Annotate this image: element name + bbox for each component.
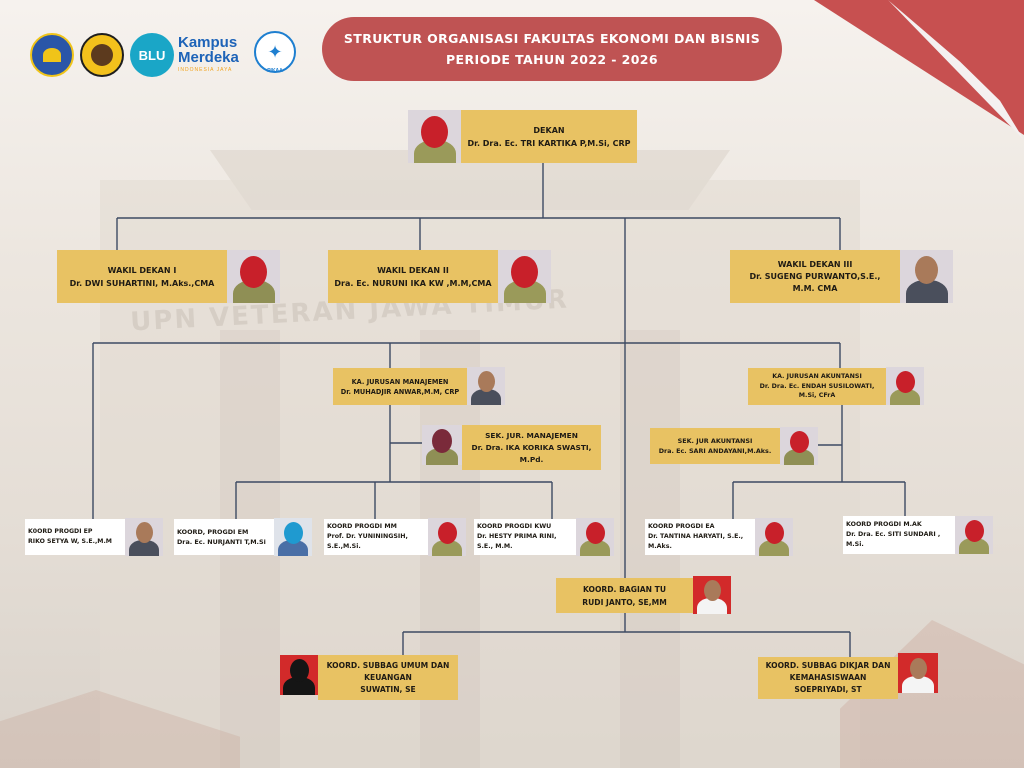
koord-progdi-kwu-role: KOORD PROGDI KWU [477,523,552,530]
koord-subbag-dikjar-name: SOEPRIYADI, ST [794,685,862,694]
pikaa-logo-text: PIKAA [267,68,283,74]
koord-bagian-tu-role: KOORD. BAGIAN TU [582,584,667,594]
koord-subbag-dikjar-box: KOORD. SUBBAG DIKJAR DAN KEMAHASISWAAN S… [758,657,898,699]
wakil-dekan-3-name: Dr. SUGENG PURWANTO,S.E., [749,271,881,281]
koord-progdi-mm-photo [428,518,466,556]
koord-progdi-mak-name-2: M.Si. [846,541,864,548]
koord-bagian-tu-name: RUDI JANTO, SE,MM [582,597,667,607]
page-title-line2: PERIODE TAHUN 2022 - 2026 [446,52,658,67]
pikaa-logo: ✦ [254,31,296,73]
sekjur-akuntansi-role: SEK. JUR AKUNTANSI [677,437,753,445]
wakil-dekan-1-box: WAKIL DEKAN I Dr. DWI SUHARTINI, M.Aks.,… [57,250,227,303]
wakil-dekan-2-role: WAKIL DEKAN II [377,265,449,275]
koord-subbag-umum-role: KOORD. SUBBAG UMUM DAN [326,660,450,670]
kajur-akuntansi-role: KA. JURUSAN AKUNTANSI [772,373,862,381]
kemdikbud-logo [30,33,74,77]
koord-progdi-em-box: KOORD, PROGDI EM Dra. Ec. NURJANTI T,M.S… [174,519,274,555]
koord-progdi-ea-name: Dr. TANTINA HARYATI, S.E., [648,533,744,540]
koord-subbag-umum-photo [280,655,318,695]
koord-progdi-mm-name: Prof. Dr. YUNININGSIH, [327,533,408,540]
koord-bagian-tu-box: KOORD. BAGIAN TU RUDI JANTO, SE,MM [556,578,693,613]
koord-progdi-ep-role: K0ORD PROGDI EP [28,528,93,535]
koord-subbag-umum-box: KOORD. SUBBAG UMUM DAN KEUANGAN SUWATIN,… [318,655,458,700]
dekan-name: Dr. Dra. Ec. TRI KARTIKA P,M.Si, CRP [467,138,631,148]
koord-progdi-ep-name: RIKO SETYA W, S.E.,M.M [28,538,112,545]
sekjur-manajemen-name: Dr. Dra. IKA KORIKA SWASTI, [471,442,592,452]
page-title: STRUKTUR ORGANISASI FAKULTAS EKONOMI DAN… [322,17,782,81]
kajur-manajemen-name: Dr. MUHADJIR ANWAR,M.M, CRP [340,387,460,396]
kajur-manajemen-photo [467,367,505,405]
dekan-photo [408,110,461,163]
koord-progdi-ep-photo [125,518,163,556]
wakil-dekan-3-box: WAKIL DEKAN III Dr. SUGENG PURWANTO,S.E.… [730,250,900,303]
kampus-merdeka-tagline: INDONESIA JAYA [178,67,233,73]
wakil-dekan-2-name: Dra. Ec. NURUNI IKA KW ,M.M,CMA [334,278,492,288]
dekan-role: DEKAN [533,125,565,135]
koord-progdi-mm-box: KOORD PROGDI MM Prof. Dr. YUNININGSIH, S… [324,519,428,555]
koord-progdi-kwu-name-2: S.E., M.M. [477,543,513,550]
page-title-line1: STRUKTUR ORGANISASI FAKULTAS EKONOMI DAN… [343,31,761,46]
kajur-manajemen-box: KA. JURUSAN MANAJEMEN Dr. MUHADJIR ANWAR… [333,368,467,405]
koord-progdi-mak-role: KOORD PROGDI M.AK [846,521,922,528]
koord-progdi-ea-name-2: M.Aks. [648,543,672,550]
kampus-merdeka-logo: Kampus Merdeka INDONESIA JAYA [178,34,250,74]
koord-progdi-kwu-photo [576,518,614,556]
kajur-akuntansi-photo [886,367,924,405]
sekjur-manajemen-photo [422,425,462,465]
koord-progdi-ea-photo [755,518,793,556]
sekjur-manajemen-role: SEK. JUR. MANAJEMEN [485,430,578,440]
wakil-dekan-3-role: WAKIL DEKAN III [777,259,853,269]
koord-subbag-dikjar-role: KOORD. SUBBAG DIKJAR DAN [765,661,891,670]
wakil-dekan-1-photo [227,250,280,303]
koord-progdi-mak-name: Dr. Dra. Ec. SITI SUNDARI , [846,531,941,538]
wakil-dekan-2-photo [498,250,551,303]
koord-progdi-kwu-name: Dr. HESTY PRIMA RINI, [477,533,557,540]
sekjur-akuntansi-name: Dra. Ec. SARI ANDAYANI,M.Aks. [658,447,772,455]
wakil-dekan-1-role: WAKIL DEKAN I [107,265,177,275]
koord-progdi-em-role: KOORD, PROGDI EM [177,528,249,536]
koord-progdi-em-name: Dra. Ec. NURJANTI T,M.Si [177,538,266,546]
koord-progdi-mm-role: KOORD PROGDI MM [327,523,397,530]
koord-subbag-dikjar-role-2: KEMAHASISWAAN [789,673,867,682]
koord-progdi-ep-box: K0ORD PROGDI EP RIKO SETYA W, S.E.,M.M [25,519,125,555]
dekan-box: DEKAN Dr. Dra. Ec. TRI KARTIKA P,M.Si, C… [461,110,637,163]
kajur-akuntansi-name-2: M.Si, CFrA [798,392,836,400]
koord-subbag-umum-role-2: KEUANGAN [364,672,412,682]
blu-logo: BLU [130,33,174,77]
koord-progdi-mak-box: KOORD PROGDI M.AK Dr. Dra. Ec. SITI SUND… [843,516,955,554]
wakil-dekan-1-name: Dr. DWI SUHARTINI, M.Aks.,CMA [69,278,215,288]
kajur-akuntansi-name: Dr. Dra. Ec. ENDAH SUSILOWATI, [759,382,875,390]
blu-logo-text: BLU [138,47,166,63]
sekjur-manajemen-name-2: M.Pd. [519,454,544,464]
koord-progdi-em-photo [274,518,312,556]
wakil-dekan-3-name-2: M.M. CMA [792,283,838,293]
wakil-dekan-2-box: WAKIL DEKAN II Dra. Ec. NURUNI IKA KW ,M… [328,250,498,303]
upn-logo [80,33,124,77]
koord-progdi-mm-name-2: S.E.,M.Si. [327,543,361,550]
kajur-akuntansi-box: KA. JURUSAN AKUNTANSI Dr. Dra. Ec. ENDAH… [748,368,886,405]
kajur-manajemen-role: KA. JURUSAN MANAJEMEN [351,377,449,386]
sekjur-akuntansi-box: SEK. JUR AKUNTANSI Dra. Ec. SARI ANDAYAN… [650,428,780,464]
kampus-merdeka-text-1: Kampus [178,34,238,51]
koord-subbag-umum-name: SUWATIN, SE [360,684,416,694]
sekjur-manajemen-box: SEK. JUR. MANAJEMEN Dr. Dra. IKA KORIKA … [462,425,601,470]
koord-progdi-ea-role: KOORD PROGDI EA [648,523,715,530]
sekjur-akuntansi-photo [780,427,818,465]
wakil-dekan-3-photo [900,250,953,303]
koord-progdi-ea-box: KOORD PROGDI EA Dr. TANTINA HARYATI, S.E… [645,519,755,555]
koord-progdi-mak-photo [955,516,993,554]
kampus-merdeka-text-2: Merdeka [178,49,239,66]
koord-subbag-dikjar-photo [898,653,938,693]
koord-progdi-kwu-box: KOORD PROGDI KWU Dr. HESTY PRIMA RINI, S… [474,519,576,555]
koord-bagian-tu-photo [693,576,731,614]
